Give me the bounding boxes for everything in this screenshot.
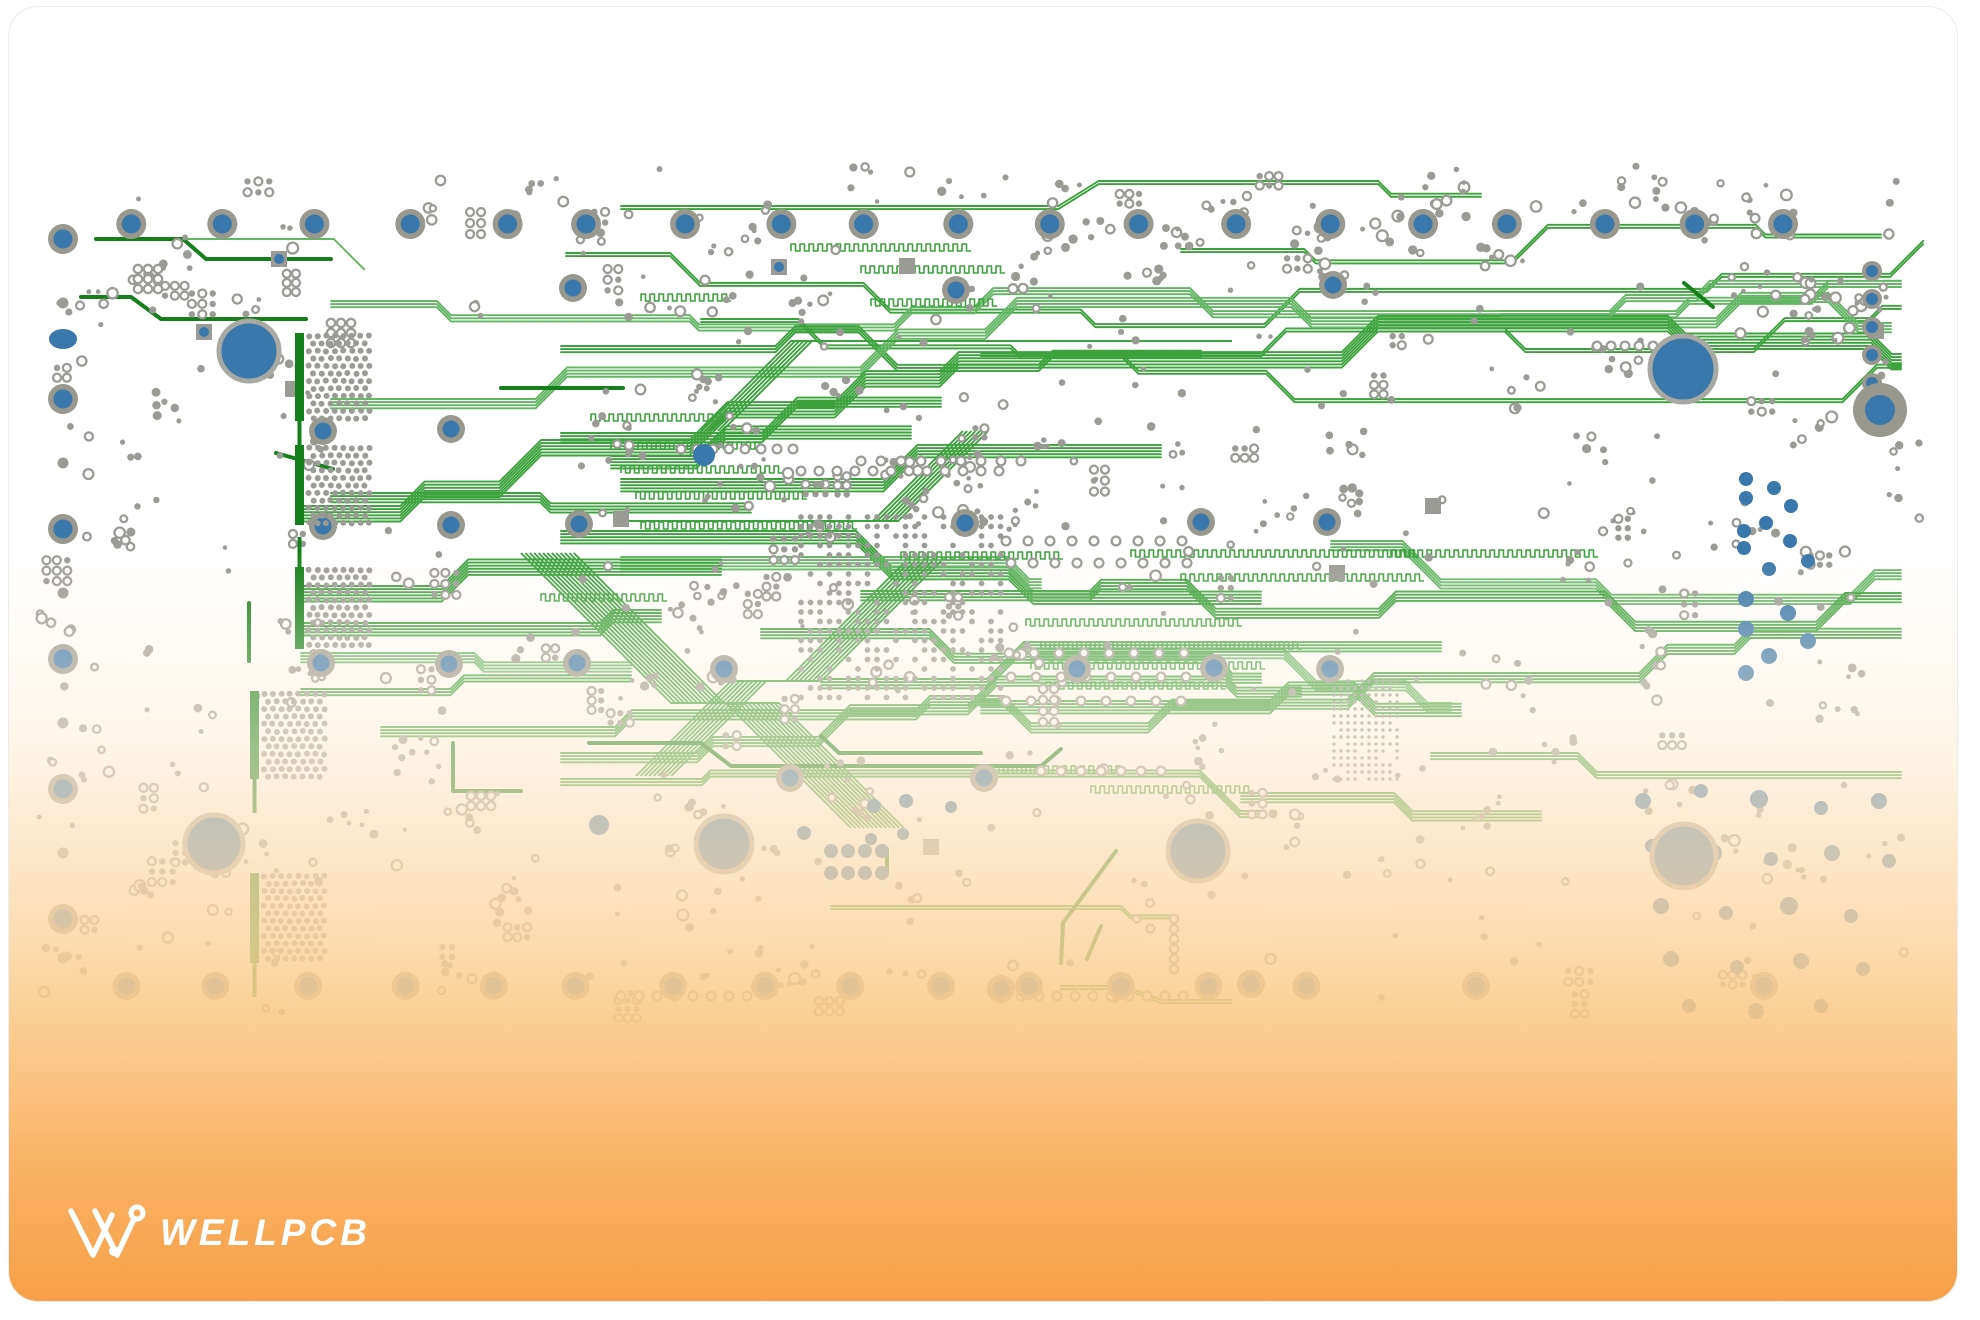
wellpcb-logo-mark [68,1204,146,1258]
trace-layer [95,180,1925,1005]
pcb-image-card: WELLPCB [8,6,1958,1302]
wellpcb-logo-text: WELLPCB [160,1211,371,1253]
wellpcb-logo: WELLPCB [64,1203,371,1261]
pcb-artwork [35,162,1925,1024]
